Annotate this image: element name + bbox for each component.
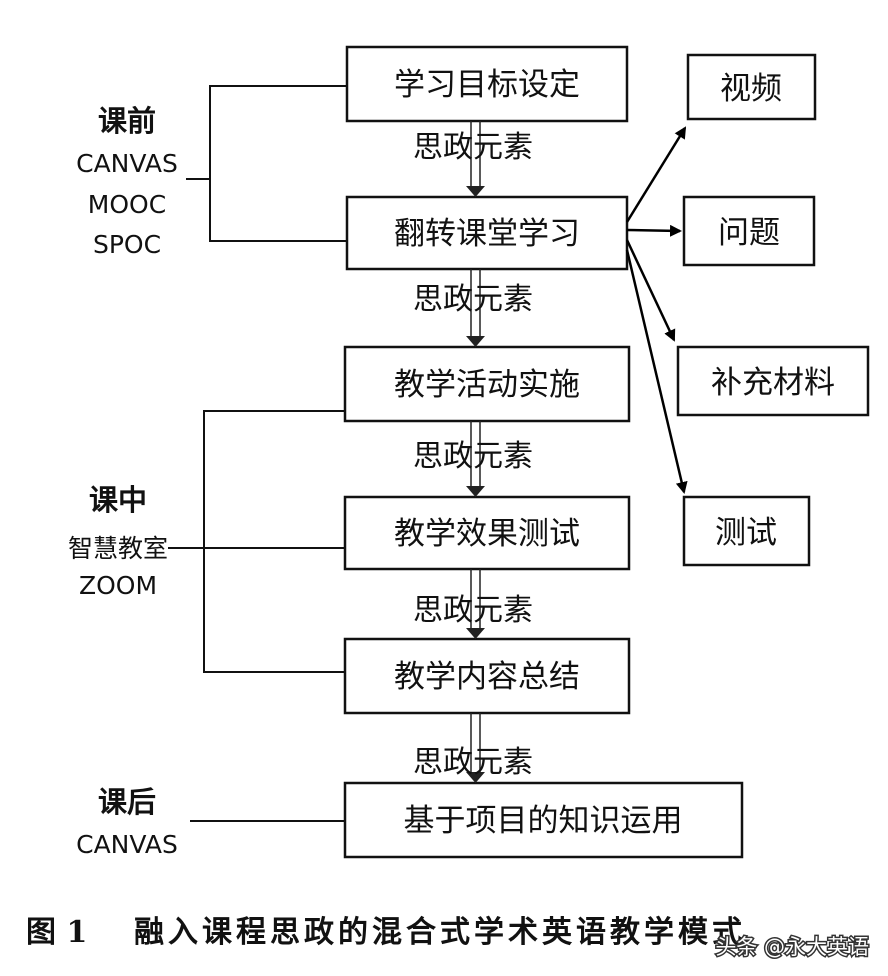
- phase-platform: CANVAS: [76, 149, 178, 178]
- side-label: 问题: [718, 215, 780, 251]
- step-label: 学习目标设定: [394, 67, 580, 103]
- phase-platform: CANVAS: [76, 830, 178, 859]
- connector-arrowheads: [466, 186, 485, 783]
- step-label: 教学内容总结: [394, 659, 580, 695]
- phase-title: 课后: [98, 785, 156, 819]
- side-box-supplementary: 补充材料: [676, 345, 870, 417]
- element-label: 思政元素: [413, 130, 533, 165]
- phase-bracket-during: [168, 410, 345, 673]
- side-label: 补充材料: [711, 365, 835, 401]
- step-label: 教学效果测试: [394, 516, 580, 552]
- side-box-test: 测试: [682, 495, 811, 567]
- step-box-effect-test: 教学效果测试: [343, 495, 631, 571]
- side-box-questions: 问题: [682, 195, 816, 267]
- caption-label: 图 1: [26, 915, 87, 950]
- side-label: 视频: [720, 71, 782, 107]
- phase-after: 课后 CANVAS: [76, 785, 178, 859]
- figure-caption: 图 1 融入课程思政的混合式学术英语教学模式: [26, 915, 746, 950]
- watermark: 头条 @永大英语: [714, 934, 871, 961]
- element-label: 思政元素: [413, 593, 533, 628]
- watermark-text: 头条 @永大英语: [715, 935, 869, 959]
- step-box-activity-implementation: 教学活动实施: [343, 345, 631, 423]
- phase-during: 课中 智慧教室 ZOOM: [68, 483, 168, 600]
- connector-arrows: [470, 121, 481, 776]
- element-label: 思政元素: [413, 282, 533, 317]
- step-label: 基于项目的知识运用: [404, 803, 683, 839]
- element-label: 思政元素: [413, 745, 533, 780]
- phase-platform: SPOC: [93, 230, 161, 259]
- element-label: 思政元素: [413, 439, 533, 474]
- phase-platform: MOOC: [88, 190, 166, 219]
- step-label: 教学活动实施: [394, 367, 580, 403]
- side-label: 测试: [715, 515, 777, 551]
- caption-text: 融入课程思政的混合式学术英语教学模式: [134, 915, 746, 950]
- phase-bracket-before: [186, 85, 347, 242]
- phase-title: 课前: [98, 104, 156, 138]
- step-box-flipped-classroom: 翻转课堂学习: [345, 195, 629, 271]
- step-box-goal-setting: 学习目标设定: [345, 45, 629, 123]
- phase-platform: 智慧教室: [68, 534, 168, 563]
- step-box-project-application: 基于项目的知识运用: [343, 781, 744, 859]
- phase-before: 课前 CANVAS MOOC SPOC: [76, 104, 178, 259]
- phase-title: 课中: [89, 483, 147, 517]
- step-box-content-summary: 教学内容总结: [343, 637, 631, 715]
- phase-platform: ZOOM: [79, 571, 157, 600]
- step-label: 翻转课堂学习: [394, 216, 580, 252]
- side-box-video: 视频: [686, 53, 817, 121]
- fanout-arrows: [625, 126, 688, 494]
